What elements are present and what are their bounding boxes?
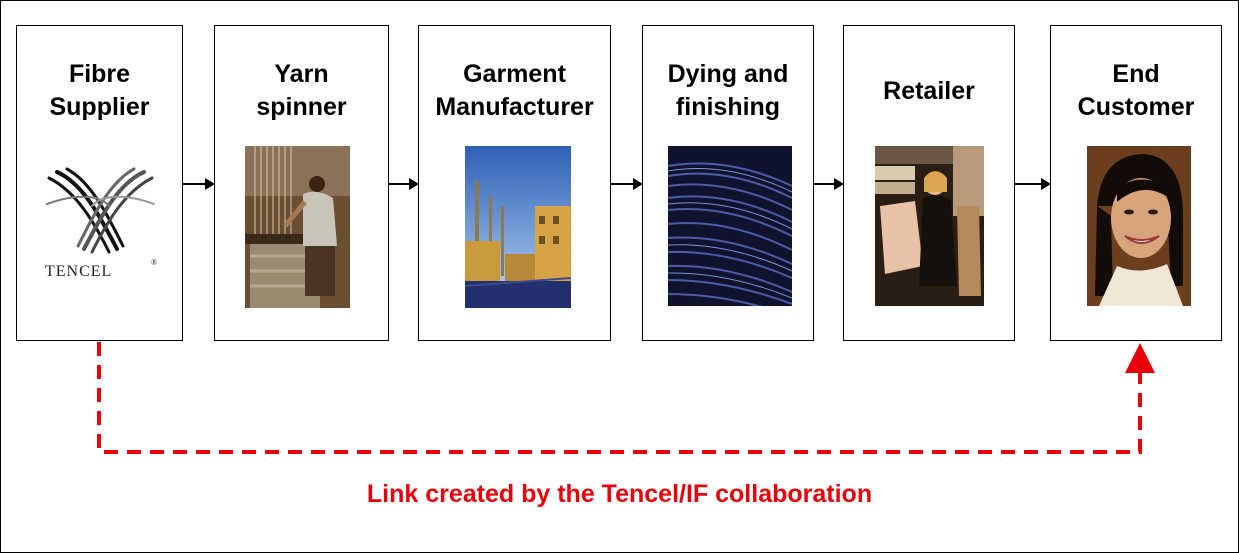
connector-arrow bbox=[183, 178, 215, 190]
stage-yarn-spinner: Yarn spinner bbox=[214, 25, 389, 341]
logo-text: TENCEL bbox=[45, 263, 112, 280]
connector-arrow bbox=[389, 178, 419, 190]
stage-title: Yarn spinner bbox=[256, 60, 347, 121]
stage-fibre-supplier: Fibre Supplier TENCEL ® bbox=[16, 25, 183, 341]
tencel-logo: TENCEL ® bbox=[39, 164, 162, 284]
stage-title: Fibre Supplier bbox=[49, 60, 150, 121]
weaver-at-loom-photo bbox=[245, 146, 350, 308]
link-caption: Link created by the Tencel/IF collaborat… bbox=[366, 480, 873, 508]
stage-title: End Customer bbox=[1077, 60, 1195, 121]
connector-arrow bbox=[611, 178, 643, 190]
stage-dying-and-finishing: Dying and finishing bbox=[642, 25, 814, 341]
woman-shopping-clothes-photo bbox=[875, 146, 984, 306]
stage-end-customer: End Customer bbox=[1050, 25, 1222, 341]
stage-title: Dying and finishing bbox=[667, 60, 789, 121]
stage-title: Garment Manufacturer bbox=[435, 60, 594, 121]
stage-retailer: Retailer bbox=[843, 25, 1015, 341]
factory-chimneys-photo bbox=[465, 146, 571, 308]
connector-arrow bbox=[814, 178, 844, 190]
smiling-woman-portrait-photo bbox=[1087, 146, 1191, 306]
blue-fabric-folds-photo bbox=[668, 146, 792, 306]
logo-registered-mark: ® bbox=[151, 258, 157, 267]
stage-garment-manufacturer: Garment Manufacturer bbox=[418, 25, 611, 341]
connector-arrow bbox=[1015, 178, 1051, 190]
stage-title: Retailer bbox=[883, 77, 975, 105]
